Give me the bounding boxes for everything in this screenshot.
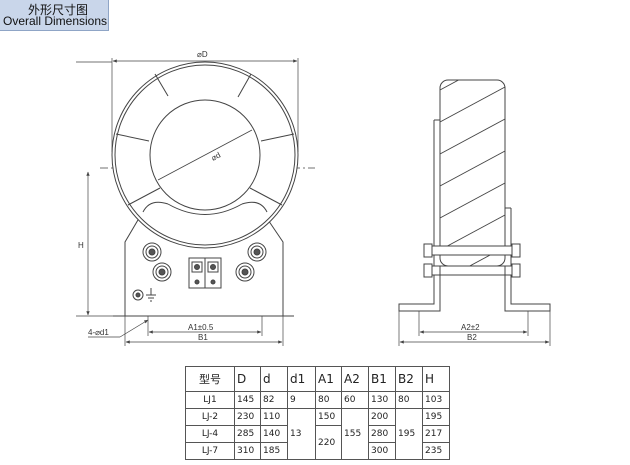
- cell-d: 185: [260, 442, 288, 460]
- header-A1: A1: [315, 366, 342, 392]
- cell-A2: 60: [341, 391, 369, 409]
- cell-B2-merged: 195: [395, 408, 423, 460]
- cell-model: LJ-7: [185, 442, 235, 460]
- cell-H: 235: [422, 442, 450, 460]
- label-holes: 4-⌀d1: [88, 328, 109, 337]
- ring-segment: [237, 73, 252, 98]
- cell-A1-merged: 220: [315, 425, 342, 460]
- table-row: LJ-2 230 110 13 150 155 200 195 195: [185, 408, 450, 460]
- side-foot-left: [404, 296, 435, 305]
- cell-d: 110: [260, 408, 288, 426]
- label-H: H: [78, 241, 84, 250]
- cell-D: 310: [234, 442, 261, 460]
- ground-symbol-icon: [146, 288, 156, 302]
- label-B2: B2: [467, 333, 477, 342]
- cell-D: 230: [234, 408, 261, 426]
- cell-A1: 150: [315, 408, 342, 426]
- stud-lower-right: [235, 262, 255, 282]
- side-bolt-upper: [423, 245, 521, 256]
- header-B2: B2: [395, 366, 423, 392]
- terminal-studs: [132, 242, 267, 301]
- title-chinese: 外形尺寸图: [28, 3, 89, 17]
- dimension-table: 型号 D d d1 A1 A2 B1 B2 H LJ1 145 82 9 80 …: [185, 366, 450, 460]
- diameter-d-line: [157, 129, 253, 181]
- front-view: [76, 58, 315, 346]
- cell-model: LJ-4: [185, 425, 235, 443]
- side-view: [398, 79, 551, 346]
- label-A2: A2±2: [461, 323, 480, 332]
- cell-H: 217: [422, 425, 450, 443]
- cell-B1: 280: [368, 425, 396, 443]
- label-A1: A1±0.5: [188, 323, 214, 332]
- header-d: d: [260, 366, 288, 392]
- side-body: [439, 79, 506, 267]
- ring-segment: [249, 187, 283, 206]
- outer-ring-inner: [114, 64, 296, 246]
- cell-model: LJ-2: [185, 408, 235, 426]
- ring-segment: [260, 133, 295, 142]
- cell-A2-merged: 155: [341, 408, 369, 460]
- table-row: LJ-7 310 185 300 235: [185, 442, 450, 460]
- label-diam-D: ⌀D: [197, 50, 208, 59]
- header-B1: B1: [368, 366, 396, 392]
- ring-segment: [127, 187, 161, 206]
- side-bolt-lower: [423, 265, 521, 276]
- label-B1: B1: [198, 333, 208, 342]
- table-header-row: 型号 D d d1 A1 A2 B1 B2 H: [185, 366, 450, 392]
- cell-H: 195: [422, 408, 450, 426]
- stud-lower-left: [152, 262, 172, 282]
- title-box: 外形尺寸图 Overall Dimensions: [0, 0, 109, 31]
- stud-upper-right: [247, 242, 267, 262]
- cell-B2: 80: [395, 391, 423, 409]
- header-model: 型号: [185, 366, 235, 392]
- cell-D: 285: [234, 425, 261, 443]
- label-diam-d: ⌀d: [210, 150, 222, 162]
- cell-D: 145: [234, 391, 261, 409]
- table-row: LJ1 145 82 9 80 60 130 80 103: [185, 391, 450, 409]
- ring-segment: [154, 73, 169, 97]
- ring-segment: [115, 133, 150, 142]
- cell-A1: 80: [315, 391, 342, 409]
- header-D: D: [234, 366, 261, 392]
- cell-d: 140: [260, 425, 288, 443]
- cell-B1: 300: [368, 442, 396, 460]
- title-english: Overall Dimensions: [3, 14, 108, 28]
- stud-upper-left: [142, 242, 162, 262]
- cell-B1: 200: [368, 408, 396, 426]
- cell-d1: 9: [287, 391, 316, 409]
- cell-d1-merged: 13: [287, 408, 316, 460]
- cell-d: 82: [260, 391, 288, 409]
- cell-H: 103: [422, 391, 450, 409]
- cell-model: LJ1: [185, 391, 235, 409]
- header-H: H: [422, 366, 450, 392]
- header-A2: A2: [341, 366, 369, 392]
- header-d1: d1: [287, 366, 316, 392]
- cell-B1: 130: [368, 391, 396, 409]
- table-row: LJ-4 285 140 220 280 217: [185, 425, 450, 460]
